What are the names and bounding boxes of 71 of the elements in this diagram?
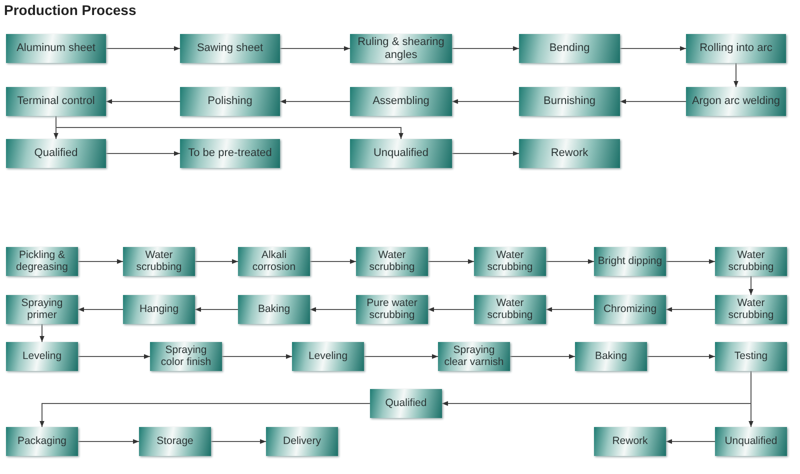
- arrow: [280, 46, 350, 51]
- process-box: Burnishing: [519, 87, 620, 116]
- arrow: [310, 259, 356, 264]
- process-box: Water scrubbing: [356, 247, 428, 276]
- arrow: [666, 307, 716, 312]
- arrow: [106, 151, 180, 156]
- process-box: Aluminum sheet: [6, 34, 106, 63]
- arrow: [428, 259, 474, 264]
- diagram-title: Production Process: [4, 2, 136, 18]
- arrow: [666, 439, 716, 444]
- arrow: [194, 259, 238, 264]
- arrow: [510, 354, 576, 359]
- arrow: [78, 307, 124, 312]
- arrow: [620, 46, 686, 51]
- arrow: [40, 324, 44, 342]
- arrow: [78, 354, 150, 359]
- arrow: [78, 259, 124, 264]
- process-box: Packaging: [6, 427, 78, 456]
- arrow: [210, 439, 266, 444]
- process-box: Bending: [519, 34, 620, 63]
- process-box: Rolling into arc: [686, 34, 786, 63]
- process-box: Alkali corrosion: [238, 247, 310, 276]
- arrow: [734, 62, 738, 88]
- arrow: [748, 276, 754, 296]
- process-box: Spraying color finish: [150, 342, 222, 371]
- process-box: Qualified: [370, 389, 442, 418]
- process-box: Baking: [238, 295, 310, 324]
- arrow: [646, 354, 716, 359]
- process-box: Chromizing: [594, 295, 666, 324]
- arrow: [452, 46, 520, 51]
- arrow: [546, 259, 594, 264]
- process-box: Water scrubbing: [715, 295, 787, 324]
- process-box: Rework: [594, 427, 666, 456]
- arrow: [452, 99, 520, 104]
- arrow: [748, 370, 754, 428]
- process-box: Polishing: [180, 87, 280, 116]
- process-box: Delivery: [266, 427, 338, 456]
- arrow: [106, 99, 180, 104]
- arrow: [546, 307, 594, 312]
- process-box: Hanging: [123, 295, 195, 324]
- arrow: [78, 439, 140, 444]
- process-box: Water scrubbing: [474, 247, 546, 276]
- process-box: Water scrubbing: [123, 247, 195, 276]
- process-box: Rework: [519, 139, 620, 168]
- arrow: [40, 403, 370, 428]
- process-box: Argon arc welding: [686, 87, 786, 116]
- arrow: [194, 307, 238, 312]
- arrow: [452, 151, 520, 156]
- arrow: [666, 259, 716, 264]
- process-box: Qualified: [6, 139, 106, 168]
- arrow: [310, 307, 356, 312]
- process-box: Baking: [575, 342, 647, 371]
- process-box: Unqualified: [350, 139, 452, 168]
- process-box: Water scrubbing: [474, 295, 546, 324]
- process-box: Sawing sheet: [180, 34, 280, 63]
- process-box: Leveling: [292, 342, 364, 371]
- process-box: Water scrubbing: [715, 247, 787, 276]
- arrow: [428, 307, 474, 312]
- process-box: Terminal control: [6, 87, 106, 116]
- process-box: Unqualified: [715, 427, 787, 456]
- process-box: Storage: [139, 427, 211, 456]
- process-box: Pure water scrubbing: [356, 295, 428, 324]
- arrow: [222, 354, 292, 359]
- process-box: Spraying primer: [6, 295, 78, 324]
- arrow: [620, 99, 686, 104]
- process-box: Assembling: [350, 87, 452, 116]
- arrow: [106, 46, 180, 51]
- arrow: [364, 354, 438, 359]
- process-box: Leveling: [6, 342, 78, 371]
- process-box: Testing: [715, 342, 787, 371]
- arrow: [280, 99, 350, 104]
